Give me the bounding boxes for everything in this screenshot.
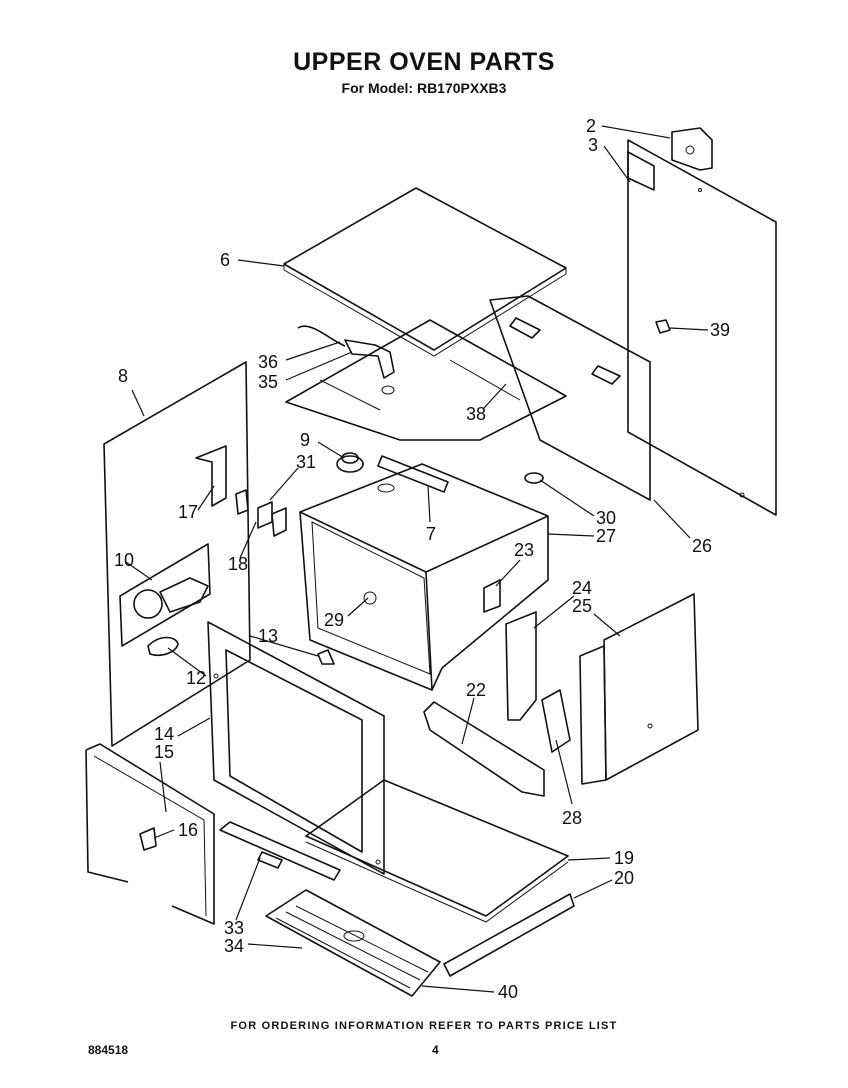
callout-13: 13 bbox=[258, 626, 278, 646]
part-35-36-sensor-wire bbox=[297, 325, 395, 395]
callout-26: 26 bbox=[692, 536, 712, 556]
part-15-gasket bbox=[85, 743, 215, 925]
part-19-floor-panel bbox=[305, 779, 569, 923]
callout-40: 40 bbox=[498, 982, 518, 1002]
callout-18: 18 bbox=[228, 554, 248, 574]
part-33-vent bbox=[219, 821, 341, 881]
part-16-clip bbox=[139, 827, 157, 851]
ordering-note: FOR ORDERING INFORMATION REFER TO PARTS … bbox=[230, 1020, 618, 1032]
page-title: UPPER OVEN PARTS bbox=[293, 48, 555, 76]
part-7-strip bbox=[377, 455, 449, 493]
part-17-bracket bbox=[195, 445, 227, 507]
callout-labels: 2 3 6 39 36 35 8 38 9 31 17 7 30 27 26 1… bbox=[114, 116, 730, 1002]
callout-23: 23 bbox=[514, 540, 534, 560]
part-24-bracket bbox=[505, 611, 537, 721]
callout-39: 39 bbox=[710, 320, 730, 340]
callout-17: 17 bbox=[178, 502, 198, 522]
part-13-clip bbox=[317, 649, 335, 665]
part-39-clip bbox=[655, 319, 671, 334]
part-22-rail bbox=[423, 701, 545, 797]
callout-15: 15 bbox=[154, 742, 174, 762]
part-8-side-panel bbox=[103, 361, 251, 747]
callout-33: 33 bbox=[224, 918, 244, 938]
callout-7: 7 bbox=[426, 524, 436, 544]
callout-35: 35 bbox=[258, 372, 278, 392]
leader-lines bbox=[125, 125, 709, 993]
callout-12: 12 bbox=[186, 668, 206, 688]
callout-38: 38 bbox=[466, 404, 486, 424]
model-subtitle: For Model: RB170PXXB3 bbox=[341, 80, 507, 96]
part-30-plug bbox=[524, 472, 544, 484]
part-34-40-element-assembly bbox=[265, 889, 441, 997]
document-number: 884518 bbox=[88, 1043, 129, 1057]
page-number: 4 bbox=[432, 1043, 439, 1057]
part-26-rear-panel bbox=[627, 139, 777, 516]
part-38-wire-cover bbox=[285, 295, 651, 501]
callout-14: 14 bbox=[154, 724, 174, 744]
callout-10: 10 bbox=[114, 550, 134, 570]
part-27-oven-cavity bbox=[299, 463, 549, 691]
callout-27: 27 bbox=[596, 526, 616, 546]
part-20-trim-strip bbox=[443, 893, 575, 977]
part-10-motor bbox=[119, 543, 211, 647]
callout-8: 8 bbox=[118, 366, 128, 386]
part-14-front-frame bbox=[207, 621, 385, 875]
callout-36: 36 bbox=[258, 352, 278, 372]
callout-2: 2 bbox=[586, 116, 596, 136]
part-12-bulb bbox=[147, 636, 179, 657]
part-6-top-cover bbox=[283, 187, 567, 357]
callout-16: 16 bbox=[178, 820, 198, 840]
callout-34: 34 bbox=[224, 936, 244, 956]
callout-19: 19 bbox=[614, 848, 634, 868]
callout-20: 20 bbox=[614, 868, 634, 888]
callout-30: 30 bbox=[596, 508, 616, 528]
part-18-switch bbox=[235, 489, 287, 537]
callout-25: 25 bbox=[572, 596, 592, 616]
part-28-latch bbox=[541, 689, 571, 753]
callout-22: 22 bbox=[466, 680, 486, 700]
callout-6: 6 bbox=[220, 250, 230, 270]
callout-9: 9 bbox=[300, 430, 310, 450]
callout-3: 3 bbox=[588, 135, 598, 155]
callout-29: 29 bbox=[324, 610, 344, 630]
callout-24: 24 bbox=[572, 578, 592, 598]
part-2-hinge-bracket bbox=[671, 127, 713, 171]
part-25-side-panel bbox=[579, 593, 699, 785]
callout-28: 28 bbox=[562, 808, 582, 828]
callout-31: 31 bbox=[296, 452, 316, 472]
part-9-thermostat bbox=[336, 452, 364, 473]
